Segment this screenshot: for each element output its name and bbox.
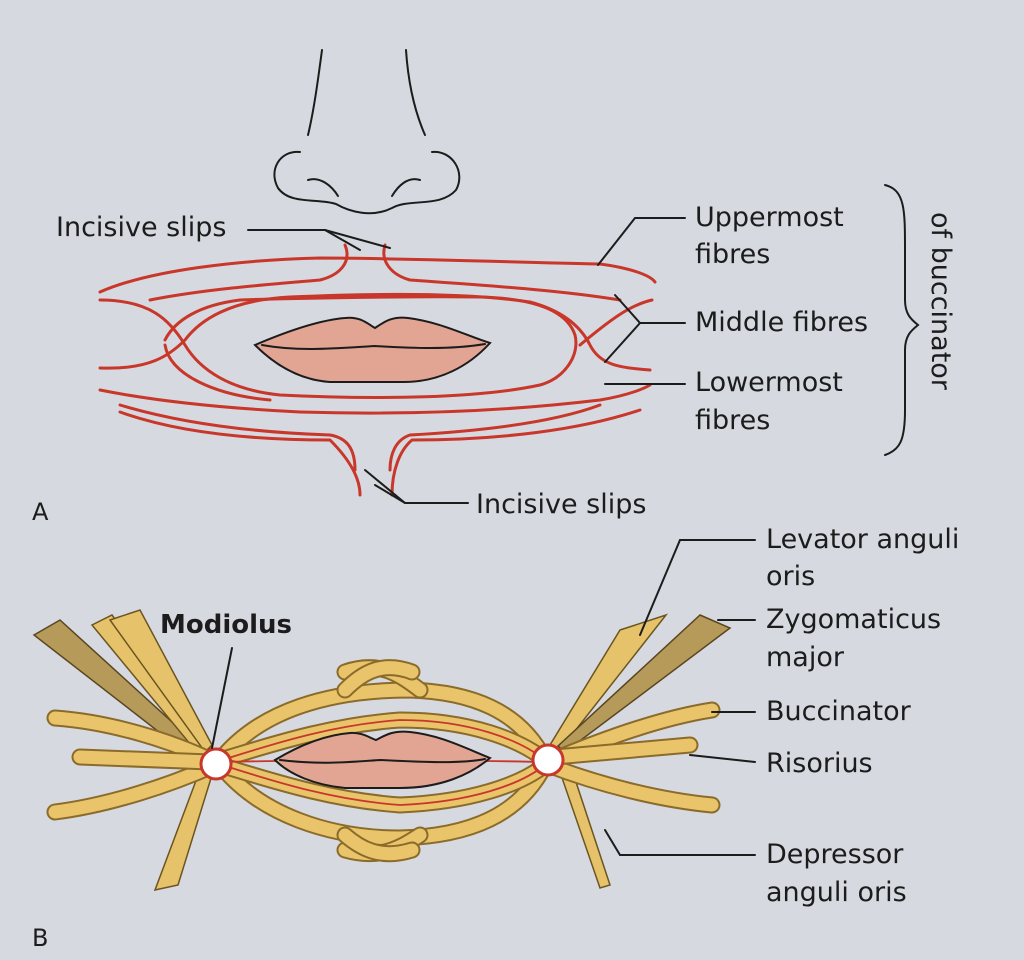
label-lowermost-1: Lowermost bbox=[695, 367, 843, 398]
leader-lines-a bbox=[247, 217, 686, 504]
label-middle-fibres: Middle fibres bbox=[695, 307, 868, 338]
nose-outline bbox=[273, 49, 461, 215]
label-incisive-slips-top: Incisive slips bbox=[56, 212, 226, 243]
label-depressor-2: anguli oris bbox=[766, 877, 907, 908]
label-levator-1: Levator anguli bbox=[766, 524, 959, 555]
lips-a bbox=[253, 316, 492, 384]
right-modiolus bbox=[531, 743, 565, 777]
orbicularis-oris-rings bbox=[211, 659, 554, 863]
left-modiolus bbox=[199, 747, 233, 781]
label-buccinator: Buccinator bbox=[766, 696, 912, 727]
buccinator-bands bbox=[46, 701, 721, 821]
label-depressor-1: Depressor bbox=[766, 839, 904, 870]
label-uppermost-1: Uppermost bbox=[695, 202, 844, 233]
panel-b: Modiolus Levator anguli oris Zygomaticus… bbox=[32, 524, 959, 952]
panel-letter-b: B bbox=[32, 924, 48, 952]
label-zygomaticus-1: Zygomaticus bbox=[766, 604, 941, 635]
label-modiolus: Modiolus bbox=[160, 610, 292, 640]
label-lowermost-2: fibres bbox=[695, 405, 770, 436]
label-risorius: Risorius bbox=[766, 748, 873, 779]
label-incisive-slips-bottom: Incisive slips bbox=[476, 489, 646, 520]
buccinator-fibres bbox=[98, 243, 657, 497]
leader-lines-b bbox=[211, 539, 756, 856]
lips-b bbox=[273, 730, 492, 789]
panel-a: Incisive slips Uppermost fibres Middle f… bbox=[32, 49, 956, 526]
label-levator-2: oris bbox=[766, 561, 815, 592]
left-elevator-muscles bbox=[32, 609, 213, 761]
label-of-buccinator: of buccinator bbox=[925, 212, 956, 391]
label-uppermost-2: fibres bbox=[695, 239, 770, 270]
label-zygomaticus-2: major bbox=[766, 642, 845, 673]
bracket bbox=[884, 184, 920, 456]
panel-letter-a: A bbox=[32, 498, 49, 526]
